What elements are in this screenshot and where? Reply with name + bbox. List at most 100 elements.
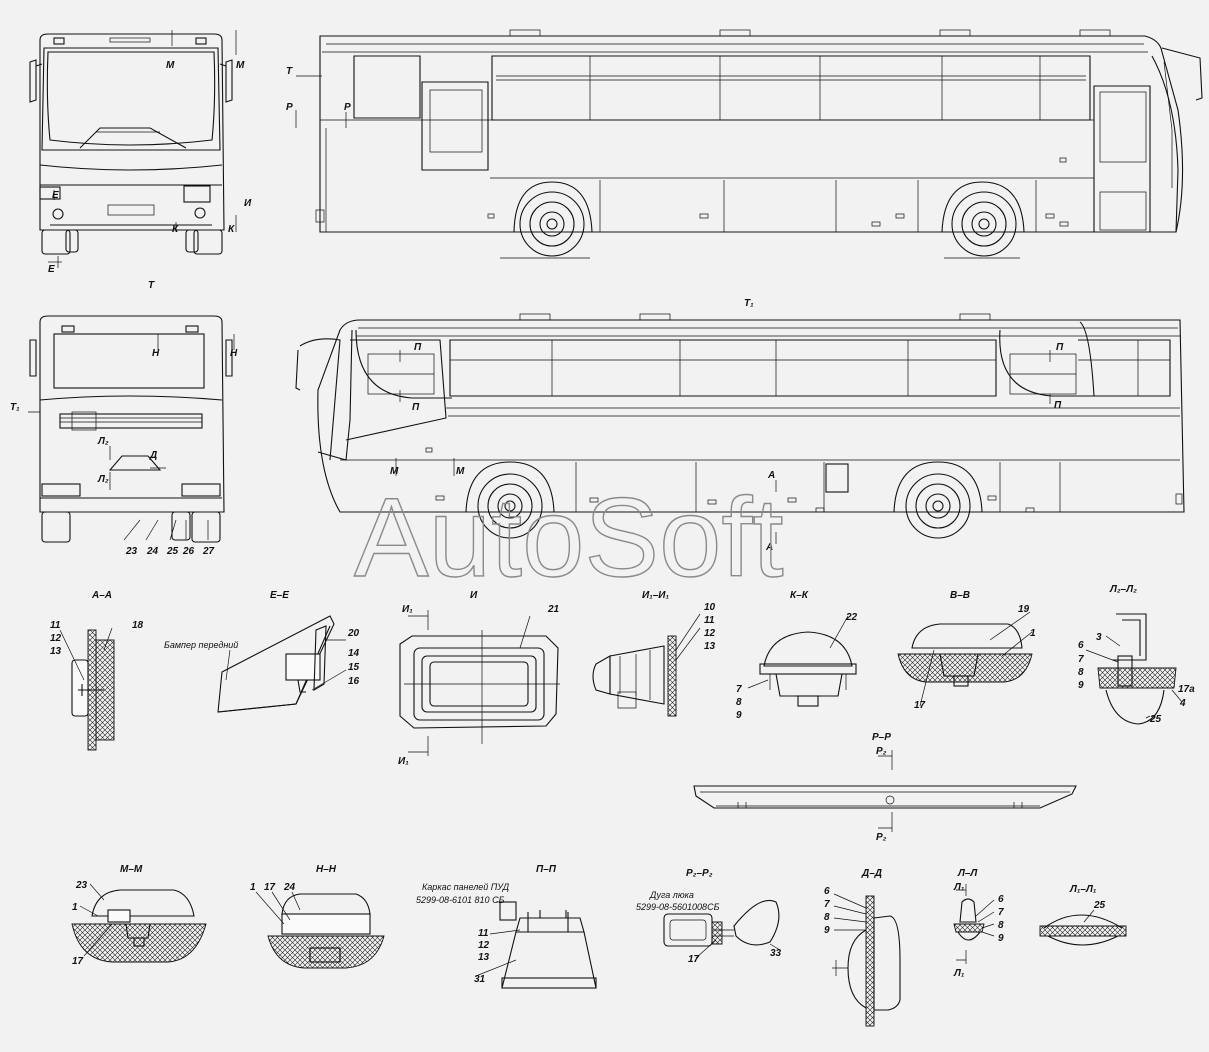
label-kk-7: 7	[736, 684, 742, 695]
marker-p-side: Р	[286, 102, 293, 113]
label-l2-7: 7	[1078, 654, 1084, 665]
section-p-p	[475, 901, 597, 989]
label-mm-17: 17	[72, 956, 84, 967]
section-a-a	[59, 627, 115, 751]
marker-p-side-right: Р	[344, 102, 351, 113]
view-label-t1: T₁	[744, 298, 754, 309]
label-kk-9: 9	[736, 710, 742, 721]
label-ee-20: 20	[347, 628, 360, 639]
label-l2-6: 6	[1078, 640, 1084, 651]
section-title-l1l1: Л₁–Л₁	[1069, 884, 1097, 895]
label-pp-13: 13	[478, 952, 490, 963]
label-i1-13: 13	[704, 641, 716, 652]
label-26: 26	[182, 546, 195, 557]
label-l2-8: 8	[1078, 667, 1084, 678]
label-dd-6: 6	[824, 886, 830, 897]
label-l1-25: 25	[1093, 900, 1106, 911]
wheel-front-top	[519, 191, 585, 257]
section-title-r2r2: Р₂–Р₂	[686, 868, 713, 879]
annotation-arc-line1: Дуга люка	[649, 890, 694, 900]
label-ll-9: 9	[998, 933, 1004, 944]
section-n-n	[255, 891, 385, 969]
label-aa-18: 18	[132, 620, 144, 631]
bus-side-view-left	[295, 29, 1203, 259]
label-ee-14: 14	[348, 648, 360, 659]
marker-p-mid-1: П	[414, 342, 422, 353]
bus-side-view-right	[295, 313, 1185, 544]
label-i1-10: 10	[704, 602, 716, 613]
label-ll-7: 7	[998, 907, 1004, 918]
label-mm-23: 23	[75, 880, 88, 891]
section-l-l	[953, 884, 995, 964]
section-title-vv: В–В	[950, 590, 970, 601]
label-ee-15: 15	[348, 662, 360, 673]
section-r2-r2	[663, 899, 781, 959]
label-pp-12: 12	[478, 940, 490, 951]
label-aa-13: 13	[50, 646, 62, 657]
section-title-dd: Д–Д	[861, 868, 882, 879]
section-e-e	[217, 615, 347, 713]
marker-m-mid: М	[390, 466, 399, 477]
label-l2-25: 25	[1149, 714, 1162, 725]
label-vv-17: 17	[914, 700, 926, 711]
label-aa-11: 11	[50, 620, 61, 631]
section-title-kk: К–К	[790, 590, 809, 601]
bus-front-view	[29, 30, 237, 268]
annotation-arc-line2: 5299-08-5601008СБ	[636, 902, 720, 912]
label-i1-12: 12	[704, 628, 716, 639]
watermark-autosoft: AutoSoft	[354, 475, 784, 600]
section-i	[399, 610, 560, 756]
marker-a-mid: А	[767, 470, 775, 481]
marker-p-mid-4: П	[1054, 400, 1062, 411]
label-27: 27	[202, 546, 215, 557]
section-l2-l2	[1085, 613, 1183, 725]
annotation-bumper: Бампер передний	[164, 640, 238, 650]
marker-t-side: Т	[286, 66, 293, 77]
label-r2-17: 17	[688, 954, 700, 965]
section-title-pp: П–П	[536, 864, 557, 875]
section-d-d	[832, 893, 901, 1027]
cut-mark-i1-top: И₁	[402, 604, 413, 615]
label-pp-11: 11	[478, 928, 489, 939]
section-title-l2l2: Л₂–Л₂	[1109, 584, 1137, 595]
marker-t1-rear: Т₁	[10, 402, 20, 413]
section-title-aa: А–А	[91, 590, 112, 601]
label-l2-3: 3	[1096, 632, 1102, 643]
cut-mark-i1-bottom: И₁	[398, 756, 409, 767]
label-l2-4: 4	[1179, 698, 1186, 709]
section-title-i1i1: И₁–И₁	[642, 590, 669, 601]
label-pp-31: 31	[474, 974, 486, 985]
label-i-21: 21	[547, 604, 560, 615]
label-dd-9: 9	[824, 925, 830, 936]
annotation-frame-line1: Каркас панелей ПУД	[422, 882, 510, 892]
label-ll-8: 8	[998, 920, 1004, 931]
section-title-rr: Р–Р	[872, 732, 891, 743]
cut-mark-r2-bottom: Р₂	[876, 832, 887, 843]
section-title-nn: Н–Н	[316, 864, 337, 875]
section-l1-l1	[1039, 909, 1127, 946]
annotation-frame-line2: 5299-08-6101 810 СБ	[416, 895, 505, 905]
label-i1-11: 11	[704, 615, 715, 626]
marker-p-mid-2: П	[1056, 342, 1064, 353]
label-nn-24: 24	[283, 882, 296, 893]
marker-k-front: К	[172, 224, 179, 235]
marker-k-front-right: К	[228, 224, 235, 235]
wheel-front-mid	[477, 473, 543, 539]
label-l2-9: 9	[1078, 680, 1084, 691]
label-25: 25	[166, 546, 179, 557]
marker-m-front: М	[166, 60, 175, 71]
view-label-t: T	[148, 280, 155, 291]
label-aa-12: 12	[50, 633, 62, 644]
marker-e-front-bottom: Е	[48, 264, 55, 275]
label-ee-16: 16	[348, 676, 360, 687]
marker-l2-rear: Л₂	[97, 436, 109, 447]
label-kk-8: 8	[736, 697, 742, 708]
label-vv-19: 19	[1018, 604, 1030, 615]
section-title-mm: М–М	[120, 864, 143, 875]
marker-m-front-right: М	[236, 60, 245, 71]
marker-m-mid-right: М	[456, 466, 465, 477]
section-title-i: И	[470, 590, 478, 601]
marker-l2-rear-low: Л₂	[97, 474, 109, 485]
